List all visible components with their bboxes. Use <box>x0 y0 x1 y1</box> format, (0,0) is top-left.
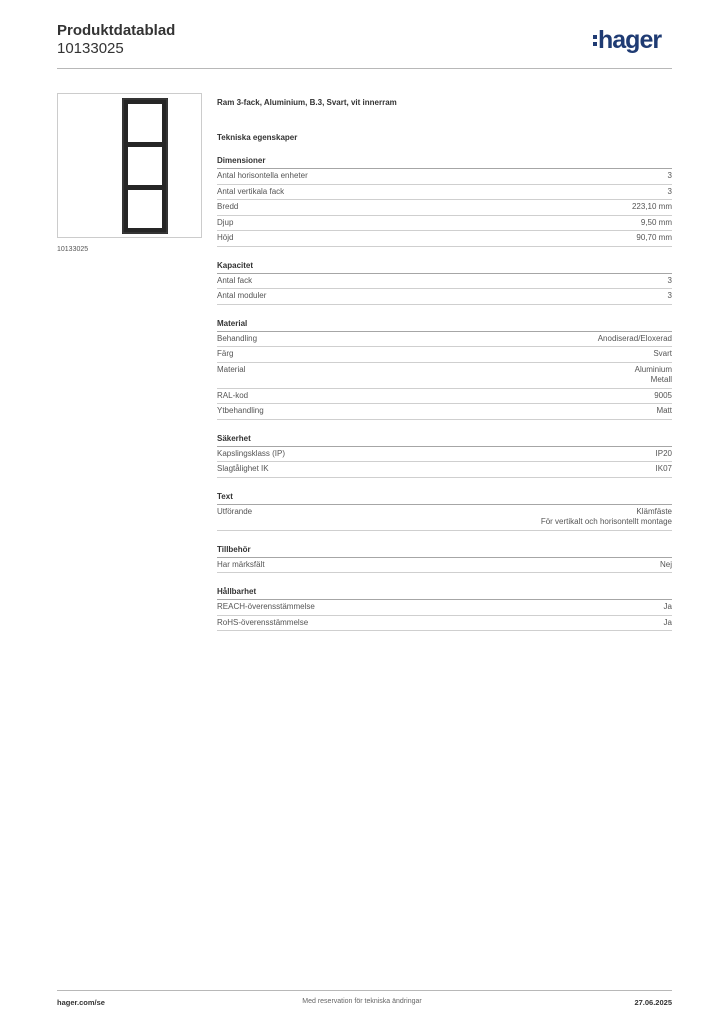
spec-value: 3 <box>668 171 672 182</box>
spec-group-title: Kapacitet <box>217 259 672 274</box>
three-gang-frame-icon <box>122 98 168 234</box>
spec-row: Antal fack 3 <box>217 274 672 289</box>
spec-label: Antal vertikala fack <box>217 186 285 196</box>
spec-row: Kapslingsklass (IP) IP20 <box>217 447 672 462</box>
spec-row: Djup 9,50 mm <box>217 216 672 231</box>
spec-value: 3 <box>668 276 672 287</box>
spec-label: Material <box>217 364 246 374</box>
spec-value-line: Matt <box>656 406 672 415</box>
spec-value-line: 9005 <box>654 390 672 400</box>
spec-value: Ja <box>664 618 672 629</box>
spec-value-line: Svart <box>653 349 672 358</box>
spec-group-title: Text <box>217 490 672 505</box>
spec-value: 90,70 mm <box>636 233 672 244</box>
spec-label: Antal horisontella enheter <box>217 171 308 180</box>
footer-divider <box>57 990 672 991</box>
product-title: Ram 3-fack, Aluminium, B.3, Svart, vit i… <box>217 98 397 107</box>
footer-website: hager.com/se <box>57 998 105 1007</box>
footer-date: 27.06.2025 <box>634 998 672 1007</box>
spec-value: 9005 <box>654 391 672 402</box>
spec-value-line: IP20 <box>655 448 672 458</box>
spec-row: Behandling Anodiserad/Eloxerad <box>217 332 672 347</box>
spec-value-line: 3 <box>667 186 672 196</box>
spec-row: Har märksfält Nej <box>217 558 672 573</box>
spec-value: Nej <box>660 560 672 571</box>
spec-value-line: 9,50 mm <box>640 217 672 227</box>
spec-row: RoHS-överensstämmelse Ja <box>217 616 672 631</box>
spec-value-line: Klämfäste <box>636 506 672 516</box>
spec-value-line: 3 <box>667 275 672 285</box>
spec-label: Slagtålighet IK <box>217 464 269 473</box>
spec-row: Ytbehandling Matt <box>217 404 672 420</box>
logo-text: hager <box>598 26 662 54</box>
section-heading: Tekniska egenskaper <box>217 133 298 142</box>
spec-row: Slagtålighet IK IK07 <box>217 462 672 478</box>
spec-value: IK07 <box>656 464 672 475</box>
spec-value: 9,50 mm <box>641 218 672 229</box>
spec-row: Höjd 90,70 mm <box>217 231 672 247</box>
spec-group-title: Hållbarhet <box>217 585 672 600</box>
spec-group-title: Säkerhet <box>217 432 672 447</box>
spec-value: 3 <box>668 291 672 302</box>
spec-label: Ytbehandling <box>217 406 264 415</box>
spec-value-line: Anodiserad/Eloxerad <box>597 333 672 343</box>
spec-row: Antal moduler 3 <box>217 289 672 305</box>
spec-value: IP20 <box>656 449 672 460</box>
spec-value-line: Ja <box>663 602 672 611</box>
spec-group-title: Dimensioner <box>217 154 672 169</box>
spec-label: Har märksfält <box>217 559 265 569</box>
spec-value: 223,10 mm <box>632 202 672 213</box>
spec-value-line: 223,10 mm <box>631 202 672 211</box>
document-title: Produktdatablad <box>57 22 176 39</box>
spec-row: RAL-kod 9005 <box>217 389 672 404</box>
spec-label: Antal fack <box>217 275 253 285</box>
spec-value-line: 3 <box>667 171 672 180</box>
spec-label: RoHS-överensstämmelse <box>217 617 309 627</box>
spec-row: Färg Svart <box>217 347 672 363</box>
spec-value: Svart <box>653 349 672 360</box>
spec-value: Matt <box>656 406 672 417</box>
image-caption: 10133025 <box>57 246 89 253</box>
spec-label: Antal moduler <box>217 291 267 300</box>
spec-label: Kapslingsklass (IP) <box>217 448 286 458</box>
spec-value-line: Aluminium <box>634 364 672 374</box>
spec-label: Höjd <box>217 233 234 242</box>
spec-value-line: 3 <box>667 291 672 300</box>
spec-label: Bredd <box>217 202 239 211</box>
product-number: 10133025 <box>57 40 124 57</box>
hager-logo: hager <box>593 26 662 55</box>
spec-row: Antal horisontella enheter 3 <box>217 169 672 185</box>
spec-label: Djup <box>217 217 234 227</box>
logo-colon-icon <box>593 35 597 49</box>
spec-label: Färg <box>217 349 234 358</box>
spec-row: Bredd 223,10 mm <box>217 200 672 216</box>
spec-label: Behandling <box>217 333 258 343</box>
spec-value-line: Metall <box>650 375 672 384</box>
spec-label: Utförande <box>217 506 253 516</box>
spec-row: REACH-överensstämmelse Ja <box>217 600 672 616</box>
spec-group-title: Material <box>217 317 672 332</box>
spec-label: REACH-överensstämmelse <box>217 602 315 611</box>
footer-disclaimer: Med reservation för tekniska ändringar <box>302 998 422 1005</box>
header-divider <box>57 68 672 69</box>
spec-row: Antal vertikala fack 3 <box>217 185 672 200</box>
spec-group-title: Tillbehör <box>217 543 672 558</box>
product-image <box>57 93 202 238</box>
spec-value: Ja <box>664 602 672 613</box>
spec-value: 3 <box>668 187 672 198</box>
spec-content: Ram 3-fack, Aluminium, B.3, Svart, vit i… <box>217 97 672 631</box>
spec-value-line: IK07 <box>655 464 672 473</box>
spec-value-line: För vertikalt och horisontellt montage <box>540 517 672 526</box>
spec-label: RAL-kod <box>217 390 249 400</box>
spec-value: Anodiserad/Eloxerad <box>598 334 672 345</box>
spec-value-line: 90,70 mm <box>636 233 672 242</box>
spec-value-line: Ja <box>663 617 672 627</box>
spec-value-line: Nej <box>659 559 672 569</box>
